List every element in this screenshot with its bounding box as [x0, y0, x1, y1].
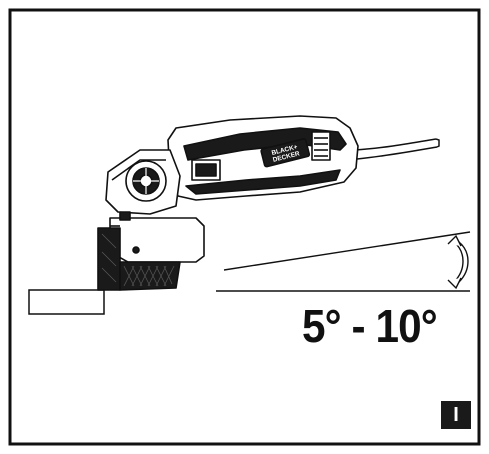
angle-grinder: BLACK+ DECKER — [97, 115, 359, 291]
workpiece-block — [28, 289, 105, 315]
figure-border — [8, 8, 481, 446]
power-cord — [354, 138, 440, 160]
work-surface-line — [223, 231, 471, 271]
angle-arrow-icon — [447, 234, 469, 290]
angle-range-label: 5° - 10° — [302, 300, 438, 352]
figure-letter-badge: I — [441, 401, 471, 429]
brand-logo-plate — [260, 138, 311, 168]
